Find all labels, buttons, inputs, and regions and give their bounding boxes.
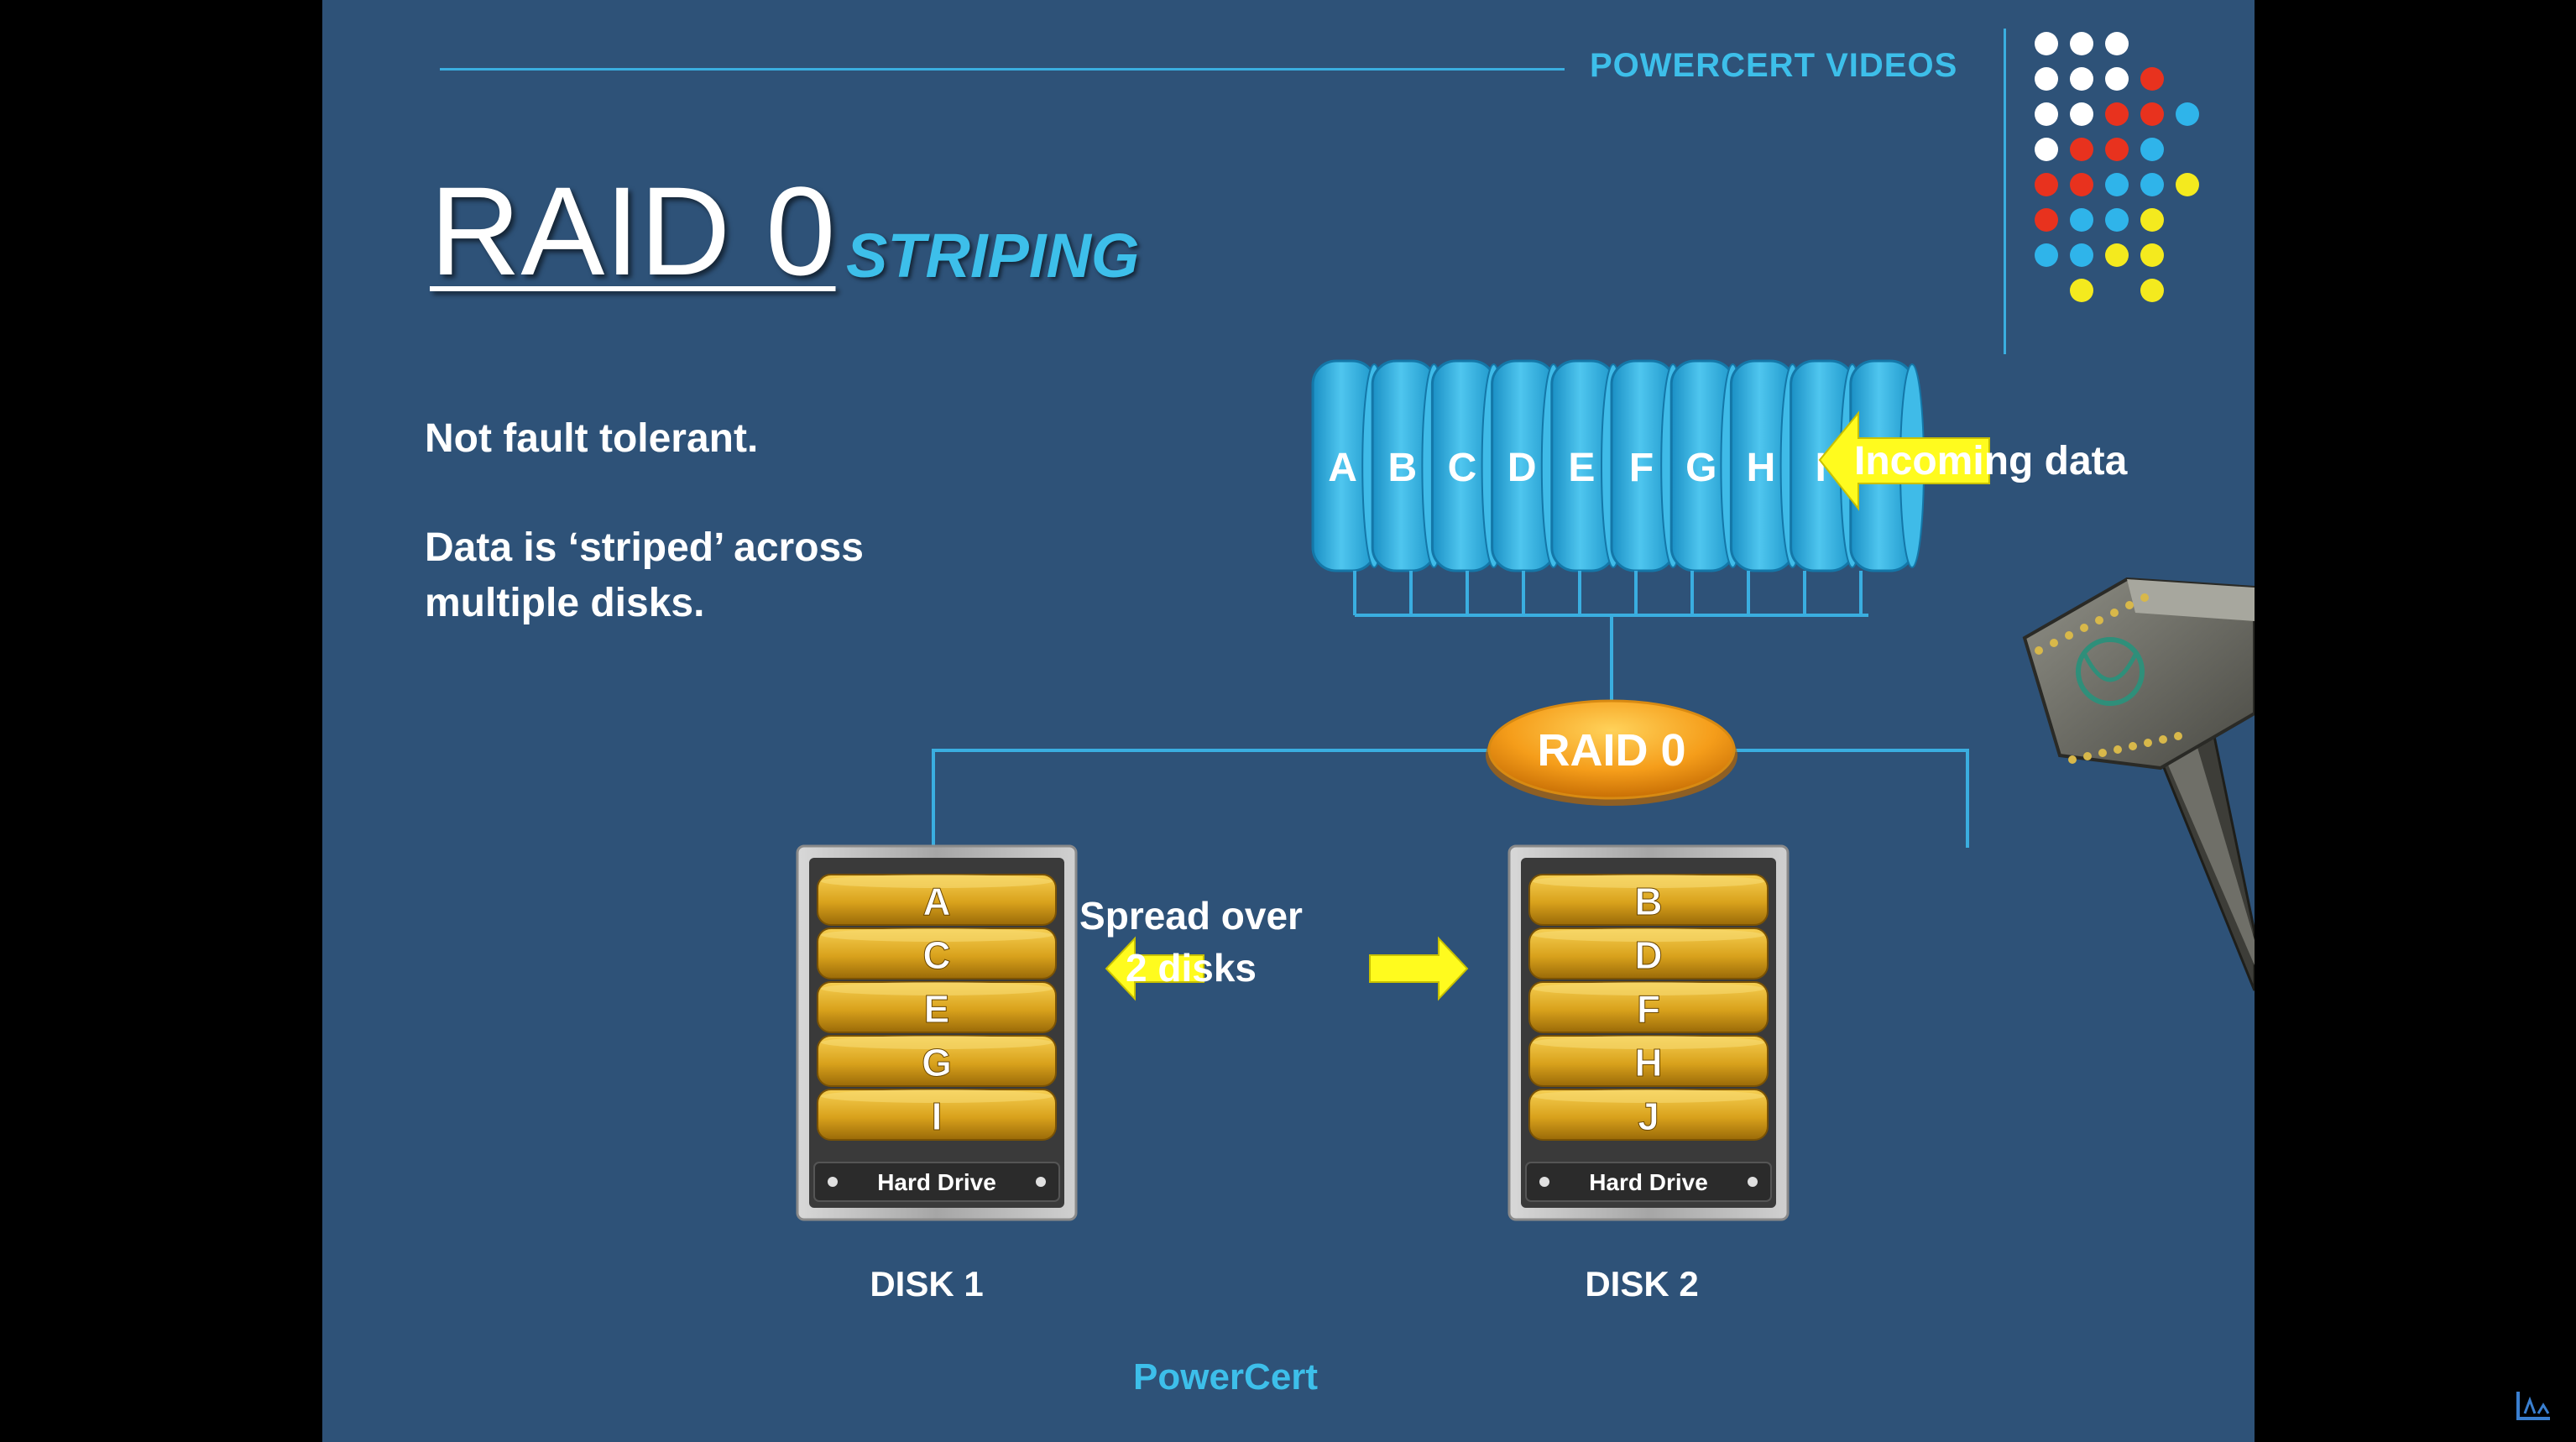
note-fault-tolerance: Not fault tolerant. bbox=[425, 416, 759, 461]
arrows bbox=[1105, 410, 1990, 1001]
data-block-label: C bbox=[1448, 446, 1477, 490]
platter-label: G bbox=[922, 1041, 952, 1084]
arrow-left-icon bbox=[1105, 936, 1204, 1001]
logo-dot bbox=[2035, 243, 2058, 267]
platter-label: H bbox=[1634, 1041, 1662, 1084]
logo-dot bbox=[2105, 173, 2129, 196]
data-block-label: A bbox=[1328, 446, 1357, 490]
logo-dot bbox=[2105, 208, 2129, 232]
logo-dot bbox=[2140, 67, 2164, 91]
platter-label: B bbox=[1634, 880, 1662, 923]
logo-dot bbox=[2035, 208, 2058, 232]
platter: G bbox=[817, 1035, 1057, 1087]
data-block-label: G bbox=[1685, 446, 1716, 490]
platter-label: F bbox=[1637, 987, 1660, 1031]
logo-dot bbox=[2070, 102, 2093, 126]
header-divider bbox=[2004, 29, 2006, 354]
platter-label: D bbox=[1634, 933, 1662, 977]
data-block-label: B bbox=[1387, 446, 1417, 490]
logo-dot bbox=[2070, 67, 2093, 91]
header-rule bbox=[440, 68, 1565, 71]
raid-badge-label: RAID 0 bbox=[1537, 725, 1685, 776]
incoming-arrow-icon bbox=[1818, 410, 1990, 511]
corner-logo-icon bbox=[2516, 1392, 2550, 1420]
platter: C bbox=[817, 927, 1057, 980]
logo-dot bbox=[2105, 102, 2129, 126]
connector-lines: RAID 0 bbox=[932, 571, 1969, 848]
logo-dot bbox=[2070, 32, 2093, 55]
logo-dot bbox=[2176, 102, 2199, 126]
brand-title: POWERCERT VIDEOS bbox=[1590, 47, 1958, 84]
data-block-label: H bbox=[1747, 446, 1776, 490]
logo-dot bbox=[2035, 32, 2058, 55]
arrow-right-icon bbox=[1369, 936, 1469, 1001]
platter-label: I bbox=[932, 1095, 943, 1138]
platter-label: C bbox=[922, 933, 950, 977]
logo-dot bbox=[2035, 102, 2058, 126]
platter: J bbox=[1528, 1089, 1769, 1141]
connector-line bbox=[1732, 749, 1969, 848]
footer-brand: PowerCert bbox=[1133, 1356, 1319, 1398]
incoming-data-strip: ABCDEFGHIJ bbox=[1311, 359, 1925, 572]
page-title: RAID 0 bbox=[430, 160, 836, 301]
logo-dot bbox=[2035, 67, 2058, 91]
drive-label: Hard Drive bbox=[1589, 1169, 1708, 1195]
platter: I bbox=[817, 1089, 1057, 1141]
logo-dot bbox=[2105, 32, 2129, 55]
logo-dot bbox=[2140, 102, 2164, 126]
platter-label: J bbox=[1638, 1095, 1659, 1138]
logo-dot bbox=[2035, 138, 2058, 161]
logo-dot bbox=[2140, 208, 2164, 232]
platter: H bbox=[1528, 1035, 1769, 1087]
platter: B bbox=[1528, 874, 1769, 926]
page-subtitle: STRIPING bbox=[846, 221, 1140, 290]
platter-label: E bbox=[924, 987, 950, 1031]
raid-badge: RAID 0 bbox=[1486, 699, 1737, 806]
logo-dot bbox=[2105, 138, 2129, 161]
logo-dot bbox=[2140, 173, 2164, 196]
data-block: G bbox=[1669, 359, 1746, 572]
disk-1-label: DISK 1 bbox=[870, 1264, 984, 1304]
data-block-label: F bbox=[1629, 446, 1654, 490]
logo-dot bbox=[2070, 138, 2093, 161]
logo-dot bbox=[2140, 138, 2164, 161]
platter: A bbox=[817, 874, 1057, 926]
logo-dot bbox=[2140, 243, 2164, 267]
logo-dot bbox=[2105, 243, 2129, 267]
incoming-data-label: Incoming data bbox=[1854, 439, 2128, 483]
logo-dot bbox=[2035, 173, 2058, 196]
platter: D bbox=[1528, 927, 1769, 980]
dot-grid-logo bbox=[2035, 32, 2199, 302]
hammer-icon bbox=[2022, 577, 2255, 991]
logo-dot bbox=[2070, 243, 2093, 267]
note-striping: Data is ‘striped’ across multiple disks. bbox=[425, 525, 864, 625]
logo-dot bbox=[2105, 67, 2129, 91]
platter-label: A bbox=[922, 880, 950, 923]
platter: F bbox=[1528, 981, 1769, 1033]
disk-2-label: DISK 2 bbox=[1585, 1264, 1699, 1304]
data-block-label: E bbox=[1568, 446, 1595, 490]
connector-line bbox=[932, 749, 1497, 848]
drive-label: Hard Drive bbox=[877, 1169, 996, 1195]
logo-dot bbox=[2070, 173, 2093, 196]
logo-dot bbox=[2070, 208, 2093, 232]
slide: POWERCERT VIDEOS RAID 0 STRIPING Not fau… bbox=[322, 0, 2255, 1442]
data-block-label: I bbox=[1816, 446, 1826, 490]
logo-dot bbox=[2176, 173, 2199, 196]
spread-label: Spread over 2 disks bbox=[1079, 894, 1303, 990]
platter: E bbox=[817, 981, 1057, 1033]
data-block-label: D bbox=[1507, 446, 1537, 490]
logo-dot bbox=[2140, 279, 2164, 302]
logo-dot bbox=[2070, 279, 2093, 302]
